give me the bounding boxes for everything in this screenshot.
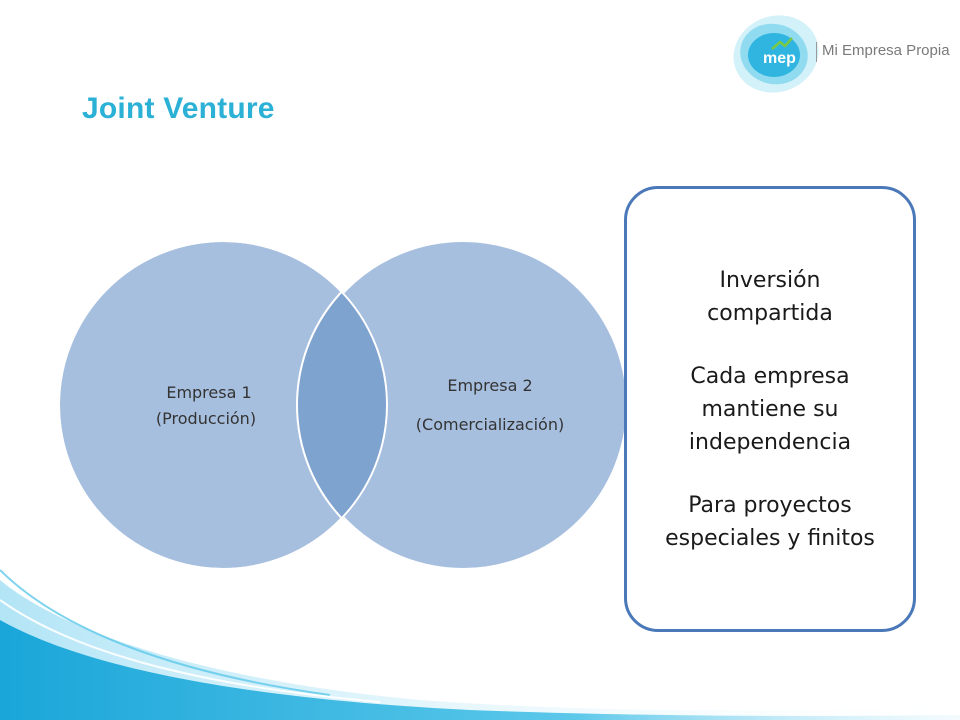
brand-name: Mi Empresa Propia — [822, 42, 950, 59]
right-circle-line2: (Comercialización) — [416, 415, 564, 434]
info-item-special-projects: Para proyectos especiales y finitos — [665, 492, 875, 551]
right-circle-line1: Empresa 2 — [447, 376, 532, 395]
brand-logo: mep Mi Empresa Propia — [728, 8, 960, 96]
brand-divider — [816, 42, 817, 62]
logo-text: mep — [763, 50, 796, 67]
left-circle-line2: (Producción) — [156, 409, 256, 428]
info-item-independence: Cada empresa mantiene su independencia — [688, 363, 852, 455]
slide-title: Joint Venture — [82, 92, 275, 125]
info-box: Inversión compartida Cada empresa mantie… — [624, 186, 916, 632]
mep-logo-icon: mep — [733, 15, 819, 93]
info-item-shared-investment: Inversión compartida — [707, 267, 833, 326]
bottom-swoosh-decoration — [0, 569, 960, 720]
left-circle-line1: Empresa 1 — [166, 383, 251, 402]
